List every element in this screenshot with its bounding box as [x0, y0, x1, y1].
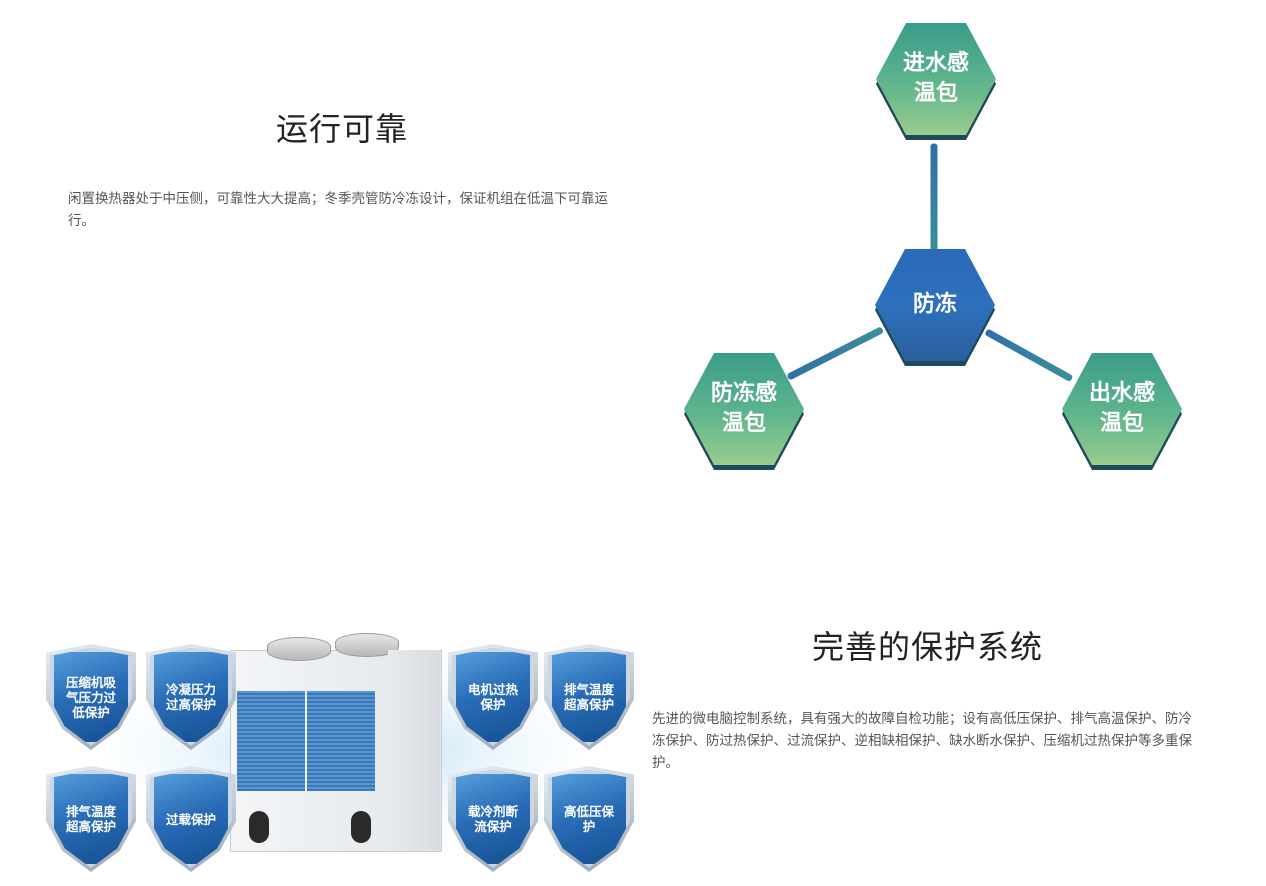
section-title-reliable: 运行可靠: [276, 110, 409, 148]
section-description-protection: 先进的微电脑控制系统，具有强大的故障自检功能；设有高低压保护、排气高温保护、防冷…: [652, 711, 1192, 771]
section-title-protection: 完善的保护系统: [812, 628, 1044, 666]
connector-right: [984, 328, 1074, 383]
compressor-icon: [249, 811, 269, 843]
hex-center-label: 防冻: [912, 292, 957, 317]
hex-inlet-label: 进水感温包: [902, 51, 969, 106]
shield-overload: 过载保护: [150, 770, 232, 868]
compressor-icon: [351, 811, 371, 843]
unit-side-panel: [388, 650, 440, 850]
shield-discharge-temp-left: 排气温度超高保护: [50, 770, 132, 868]
coil-panel: [307, 691, 375, 791]
hex-outlet-label: 出水感温包: [1088, 381, 1155, 436]
fan-icon: [267, 637, 331, 661]
antifreeze-diagram: 进水感温包 防冻 防冻感温包 出水感温包: [676, 18, 1196, 470]
connector-left: [786, 326, 885, 381]
shield-high-low-pressure: 高低压保护: [548, 770, 630, 868]
hex-antifreeze-sensor: 防冻感温包: [684, 353, 804, 465]
connector-top: [930, 143, 938, 254]
hex-antifreeze-sensor-label: 防冻感温包: [710, 381, 777, 436]
shield-refrigerant-cutoff: 载冷剂断流保护: [452, 770, 534, 868]
coil-panel: [237, 691, 305, 791]
hex-inlet-sensor: 进水感温包: [876, 23, 996, 135]
hex-outlet-sensor: 出水感温包: [1062, 353, 1182, 465]
protection-illustration: 压缩机吸气压力过低保护 冷凝压力过高保护 排气温度超高保护 过载保护 电机过热保…: [46, 630, 636, 876]
section-description-reliable: 闲置换热器处于中压侧，可靠性大大提高；冬季壳管防冷冻设计，保证机组在低温下可靠运…: [68, 191, 608, 229]
hex-antifreeze-center: 防冻: [875, 249, 995, 361]
